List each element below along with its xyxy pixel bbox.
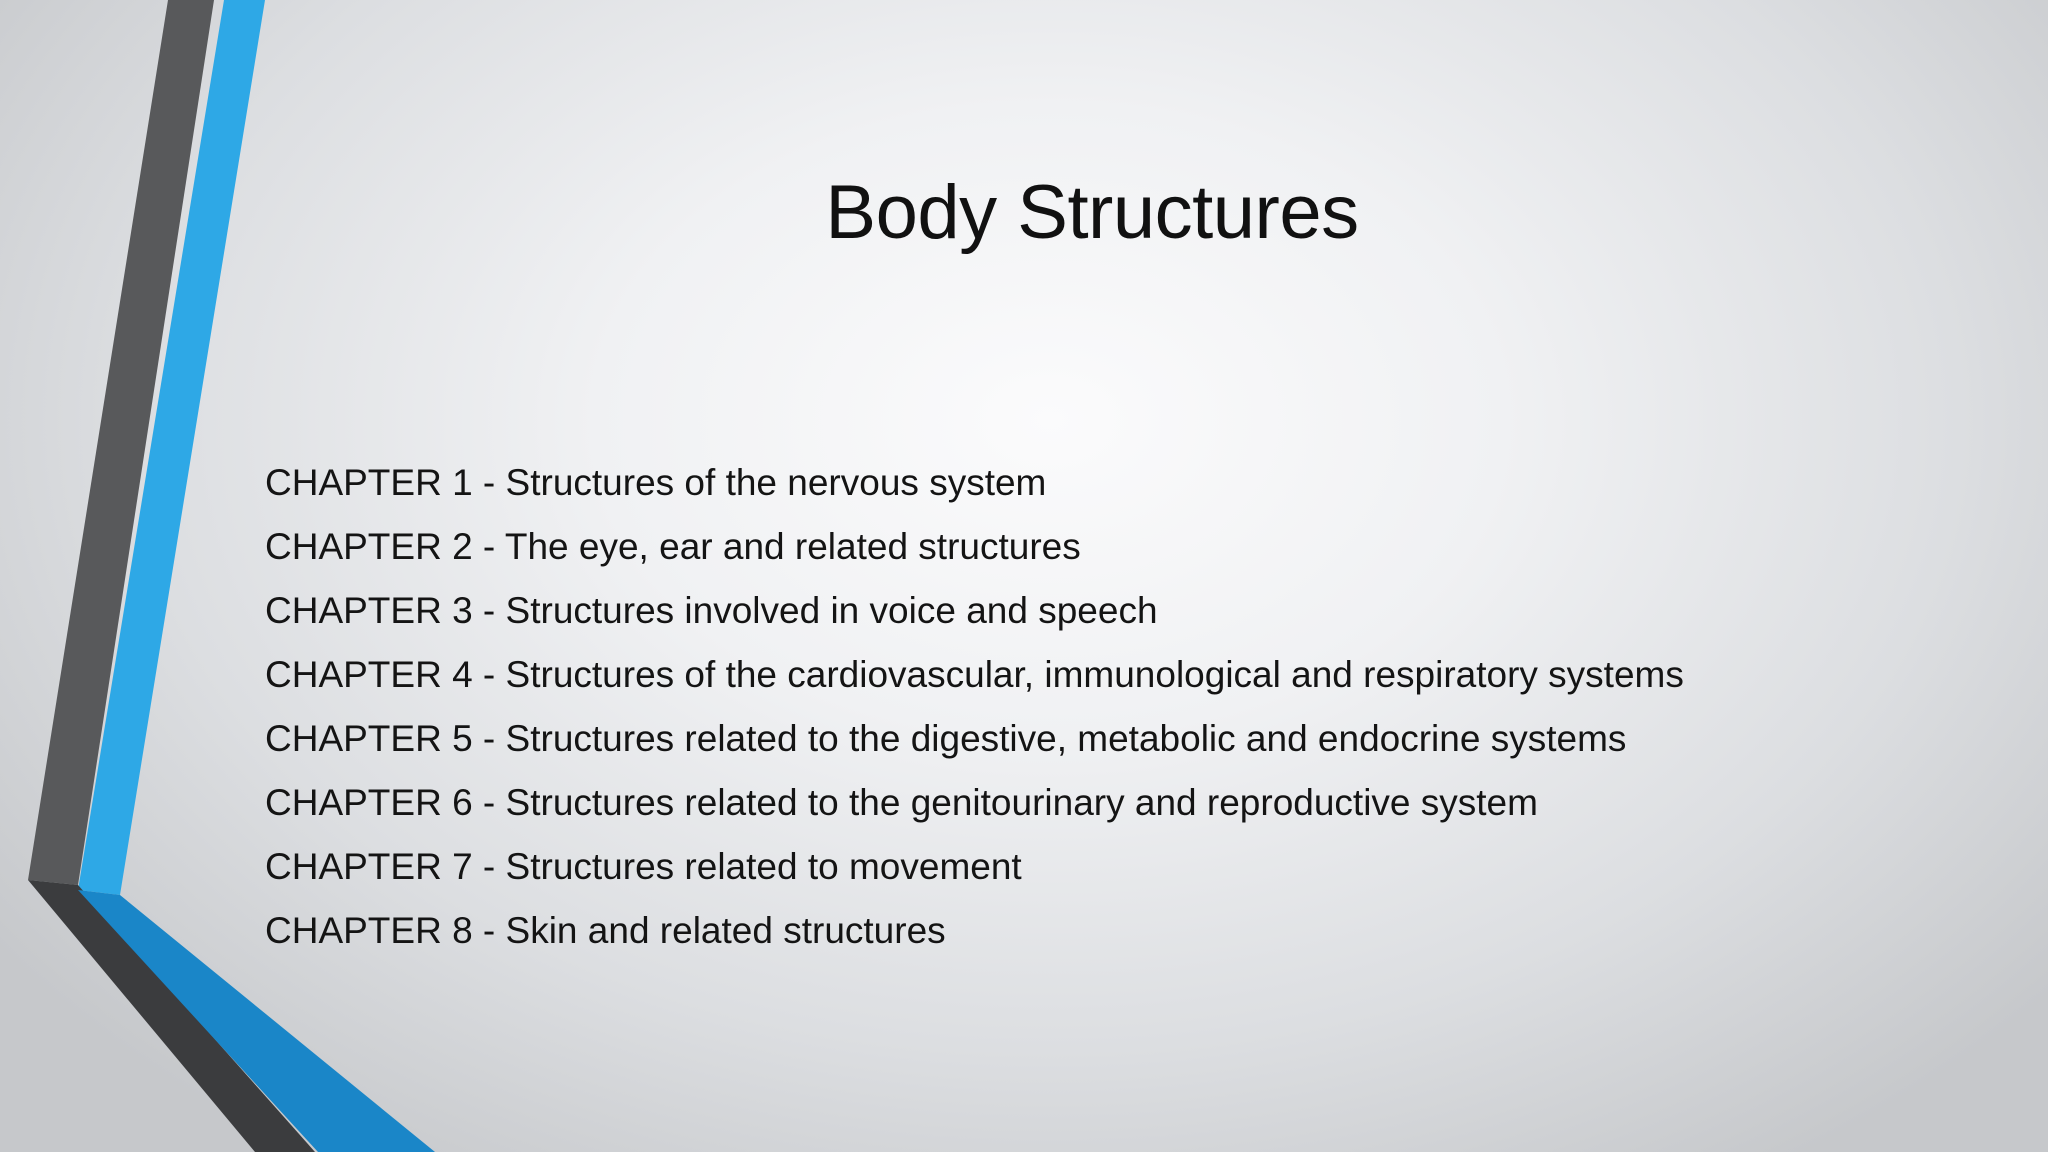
chapter-item: CHAPTER 2 - The eye, ear and related str… bbox=[265, 526, 1081, 567]
blue-stripe-vertical bbox=[78, 0, 265, 895]
chapter-list: CHAPTER 1 - Structures of the nervous sy… bbox=[265, 451, 2005, 963]
chapter-item: CHAPTER 6 - Structures related to the ge… bbox=[265, 782, 1538, 823]
chapter-item: CHAPTER 8 - Skin and related structures bbox=[265, 910, 946, 951]
slide-title: Body Structures bbox=[825, 170, 1359, 255]
chapter-item: CHAPTER 3 - Structures involved in voice… bbox=[265, 590, 1158, 631]
chapter-item: CHAPTER 1 - Structures of the nervous sy… bbox=[265, 462, 1047, 503]
dark-stripe-diagonal bbox=[28, 880, 315, 1152]
chapter-item: CHAPTER 7 - Structures related to moveme… bbox=[265, 846, 1022, 887]
blue-stripe-diagonal bbox=[78, 890, 435, 1152]
chapter-item: CHAPTER 5 - Structures related to the di… bbox=[265, 718, 1627, 759]
gray-stripe-vertical bbox=[28, 0, 214, 885]
chapter-item: CHAPTER 4 - Structures of the cardiovasc… bbox=[265, 654, 1684, 695]
